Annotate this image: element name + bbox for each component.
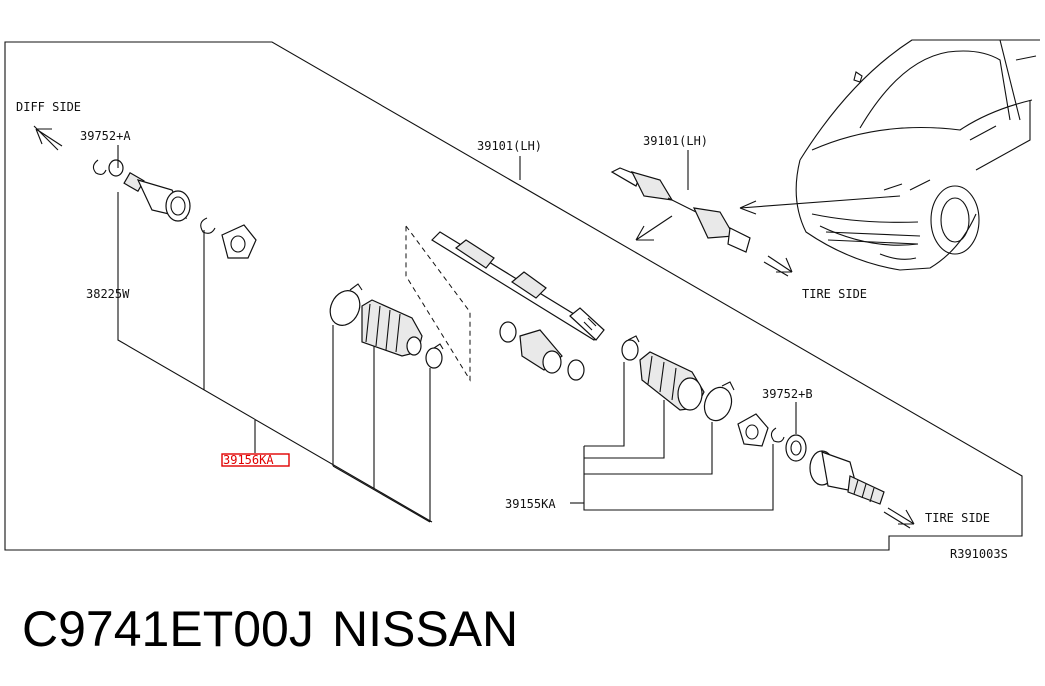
caption-brand: NISSAN xyxy=(332,601,518,657)
inset-drive-shaft-icon xyxy=(610,167,751,253)
snap-ring-outer-icon xyxy=(770,427,785,443)
boot-band-small-icon xyxy=(425,343,444,369)
leader-39155ka-b1 xyxy=(584,362,625,447)
dust-shield-icon xyxy=(785,434,807,462)
outer-joint-bearing-icon xyxy=(737,413,769,447)
car-pointer-line xyxy=(739,195,901,209)
highlight-box xyxy=(221,453,290,467)
part-label-39155ka: 39155KA xyxy=(505,497,556,511)
leader-39155ka-b3 xyxy=(584,422,713,475)
leader-38225w xyxy=(117,192,433,523)
inset-diff-arrow-icon xyxy=(635,215,673,241)
washer-left-icon xyxy=(108,159,124,177)
leader-connector xyxy=(332,465,431,523)
inset-tire-arrow-icon xyxy=(763,255,793,277)
part-label-38225w: 38225W xyxy=(86,287,130,301)
diff-side-label: DIFF SIDE xyxy=(16,100,81,114)
drive-shaft-icon xyxy=(431,231,605,341)
boot-band-inner-icon xyxy=(329,283,363,326)
caption-part-number: C9741ET00J xyxy=(22,601,314,657)
band-outer-small-icon xyxy=(621,335,640,361)
snap-ring-icon xyxy=(200,217,216,234)
outer-boot-icon xyxy=(639,351,705,411)
group-dashed-box xyxy=(405,224,471,382)
band-outer-large-icon xyxy=(703,381,735,422)
tire-side-bottom-arrow-icon xyxy=(883,507,915,529)
part-label-39752b: 39752+B xyxy=(762,387,813,401)
tripod-joint-left-icon xyxy=(221,224,257,259)
diagram-frame xyxy=(4,41,1023,551)
part-label-39101lh-inset: 39101(LH) xyxy=(643,134,708,148)
tire-side-top-label: TIRE SIDE xyxy=(802,287,867,301)
tire-side-bottom-label: TIRE SIDE xyxy=(925,511,990,525)
car-outline-icon xyxy=(795,39,1040,271)
ref-code: R391003S xyxy=(950,547,1008,561)
diff-side-arrow-icon xyxy=(33,125,63,151)
leader-39155ka-b2 xyxy=(584,400,665,459)
inner-boot-icon xyxy=(361,299,423,357)
part-label-39752a: 39752+A xyxy=(80,129,131,143)
part-label-39156ka: 39156KA xyxy=(223,453,274,467)
outer-joint-housing-icon xyxy=(809,450,885,505)
damper-icon xyxy=(499,321,585,381)
part-label-39101lh-main: 39101(LH) xyxy=(477,139,542,153)
leader-39155ka-trunk xyxy=(583,444,774,511)
car-pointer-arrowhead-icon xyxy=(739,200,757,215)
inner-joint-housing-icon xyxy=(123,171,191,222)
circlip-left-icon xyxy=(92,159,107,176)
